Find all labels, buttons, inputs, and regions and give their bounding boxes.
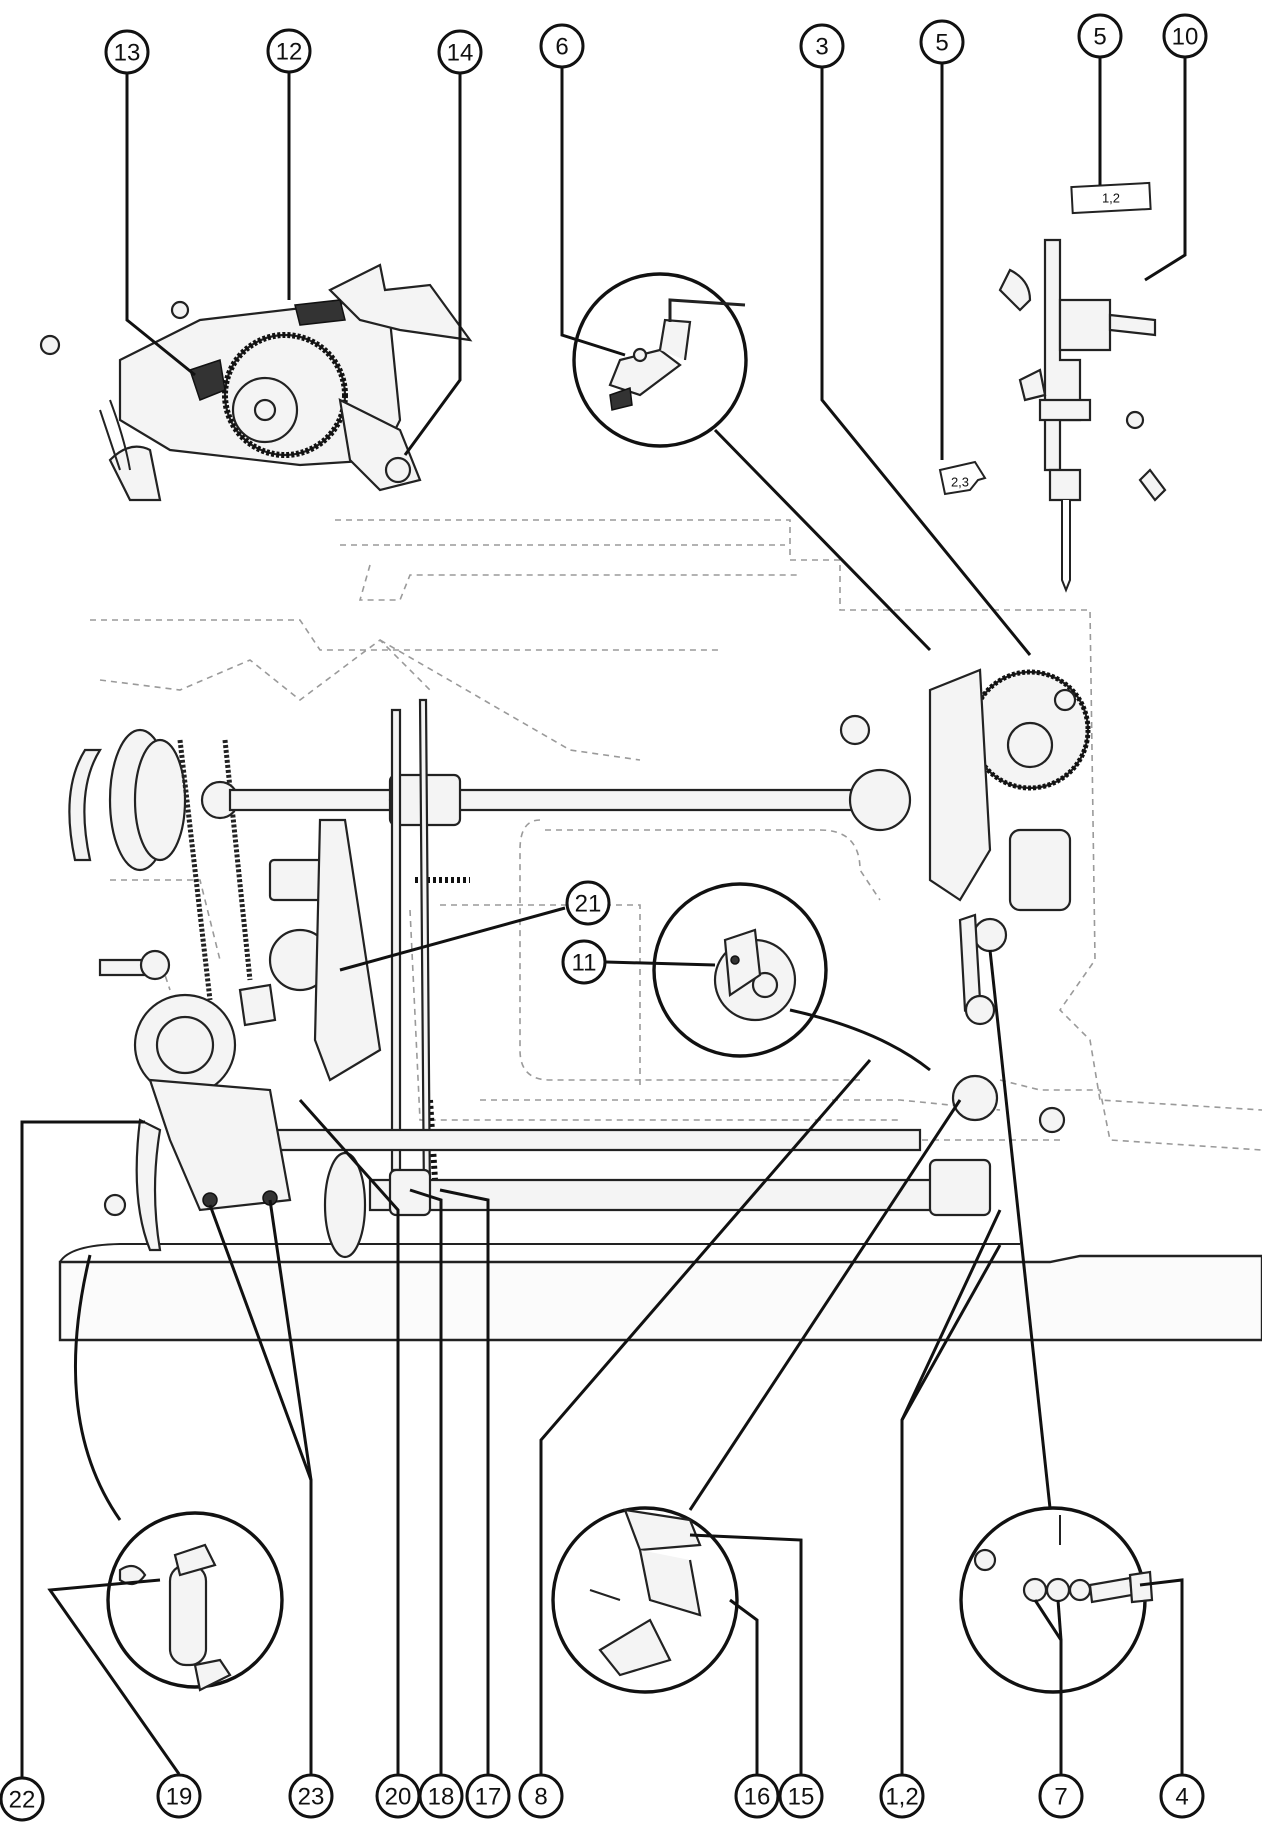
plate-label-upper: 1,2 bbox=[1102, 191, 1120, 206]
callout-8: 8 bbox=[518, 1773, 564, 1819]
callout-17: 17 bbox=[465, 1773, 511, 1819]
callout-circle bbox=[518, 1773, 564, 1819]
callout-circle bbox=[465, 1773, 511, 1819]
callout-circle bbox=[1038, 1773, 1084, 1819]
callout-circle bbox=[879, 1773, 925, 1819]
callout-number: 6 bbox=[555, 34, 568, 61]
callout-21: 21 bbox=[565, 880, 611, 926]
detail-circle-11 bbox=[652, 882, 828, 1058]
machine-bed bbox=[58, 1243, 1262, 1342]
callout-number: 7 bbox=[1054, 1784, 1067, 1811]
main-mechanism bbox=[68, 668, 1091, 1259]
callout-circle bbox=[561, 939, 607, 985]
callout-11: 11 bbox=[561, 939, 607, 985]
stitch-cam-assembly bbox=[39, 263, 473, 502]
callout-15: 15 bbox=[778, 1773, 824, 1819]
callout-circle bbox=[539, 23, 585, 69]
callout-22: 22 bbox=[0, 1776, 45, 1822]
callout-number: 1,2 bbox=[885, 1784, 918, 1811]
callout-number: 13 bbox=[114, 40, 141, 67]
callout-14: 14 bbox=[437, 29, 483, 75]
callout-circle bbox=[104, 29, 150, 75]
callout-circle bbox=[0, 1776, 45, 1822]
callout-circle bbox=[734, 1773, 780, 1819]
callout-4: 4 bbox=[1159, 1773, 1205, 1819]
callout-circle bbox=[437, 29, 483, 75]
callout-circle bbox=[778, 1773, 824, 1819]
callout-5b: 5 bbox=[1077, 13, 1123, 59]
callout-circle bbox=[156, 1773, 202, 1819]
callout-number: 11 bbox=[572, 950, 597, 977]
callout-circle bbox=[266, 28, 312, 74]
callout-23: 23 bbox=[288, 1773, 334, 1819]
callout-10: 10 bbox=[1162, 13, 1208, 59]
callout-7: 7 bbox=[1038, 1773, 1084, 1819]
callout-number: 14 bbox=[447, 40, 474, 67]
callout-19: 19 bbox=[156, 1773, 202, 1819]
callout-6: 6 bbox=[539, 23, 585, 69]
callout-circle bbox=[1162, 13, 1208, 59]
callout-13: 13 bbox=[104, 29, 150, 75]
callout-number: 21 bbox=[575, 891, 602, 918]
callout-number: 19 bbox=[166, 1784, 193, 1811]
callout-number: 5 bbox=[1093, 24, 1106, 51]
callout-5a: 5 bbox=[919, 19, 965, 65]
callout-number: 20 bbox=[385, 1784, 412, 1811]
machine-frame-outline bbox=[90, 519, 1262, 1151]
callout-20: 20 bbox=[375, 1773, 421, 1819]
callout-16: 16 bbox=[734, 1773, 780, 1819]
leader-lines bbox=[20, 56, 1187, 1777]
callout-circle bbox=[418, 1773, 464, 1819]
callout-circle bbox=[288, 1773, 334, 1819]
callout-number: 16 bbox=[744, 1784, 771, 1811]
detail-circle-7-4 bbox=[959, 1506, 1154, 1694]
callout-circle bbox=[799, 23, 845, 69]
detail-circle-15-16 bbox=[551, 1506, 739, 1694]
needle-bar-assembly bbox=[998, 238, 1167, 593]
callout-1_2: 1,2 bbox=[879, 1773, 925, 1819]
plate-label-lower: 2,3 bbox=[951, 475, 969, 490]
adjustment-plate-lower: 2,3 bbox=[938, 460, 987, 496]
callout-circle bbox=[1077, 13, 1123, 59]
callout-number: 10 bbox=[1172, 24, 1199, 51]
callout-number: 8 bbox=[534, 1784, 547, 1811]
callout-number: 17 bbox=[475, 1784, 502, 1811]
detail-circle-19 bbox=[106, 1511, 284, 1692]
callout-number: 15 bbox=[788, 1784, 815, 1811]
callout-12: 12 bbox=[266, 28, 312, 74]
callout-number: 3 bbox=[815, 34, 828, 61]
callout-3: 3 bbox=[799, 23, 845, 69]
callout-number: 18 bbox=[428, 1784, 455, 1811]
callout-circle bbox=[565, 880, 611, 926]
adjustment-plate-upper: 1,2 bbox=[1070, 181, 1152, 215]
callout-number: 4 bbox=[1175, 1784, 1188, 1811]
callout-number: 5 bbox=[935, 30, 948, 57]
detail-circle-6 bbox=[572, 272, 748, 448]
callout-circle bbox=[919, 19, 965, 65]
callout-number: 22 bbox=[9, 1787, 36, 1814]
callout-circle bbox=[1159, 1773, 1205, 1819]
callout-number: 23 bbox=[298, 1784, 325, 1811]
callout-number: 12 bbox=[276, 39, 303, 66]
callout-18: 18 bbox=[418, 1773, 464, 1819]
callout-labels: 13 12 14 6 3 5 5 10 21 11 22 19 23 20 18 17 8 16 15 1,2 7 4 bbox=[0, 13, 1208, 1822]
